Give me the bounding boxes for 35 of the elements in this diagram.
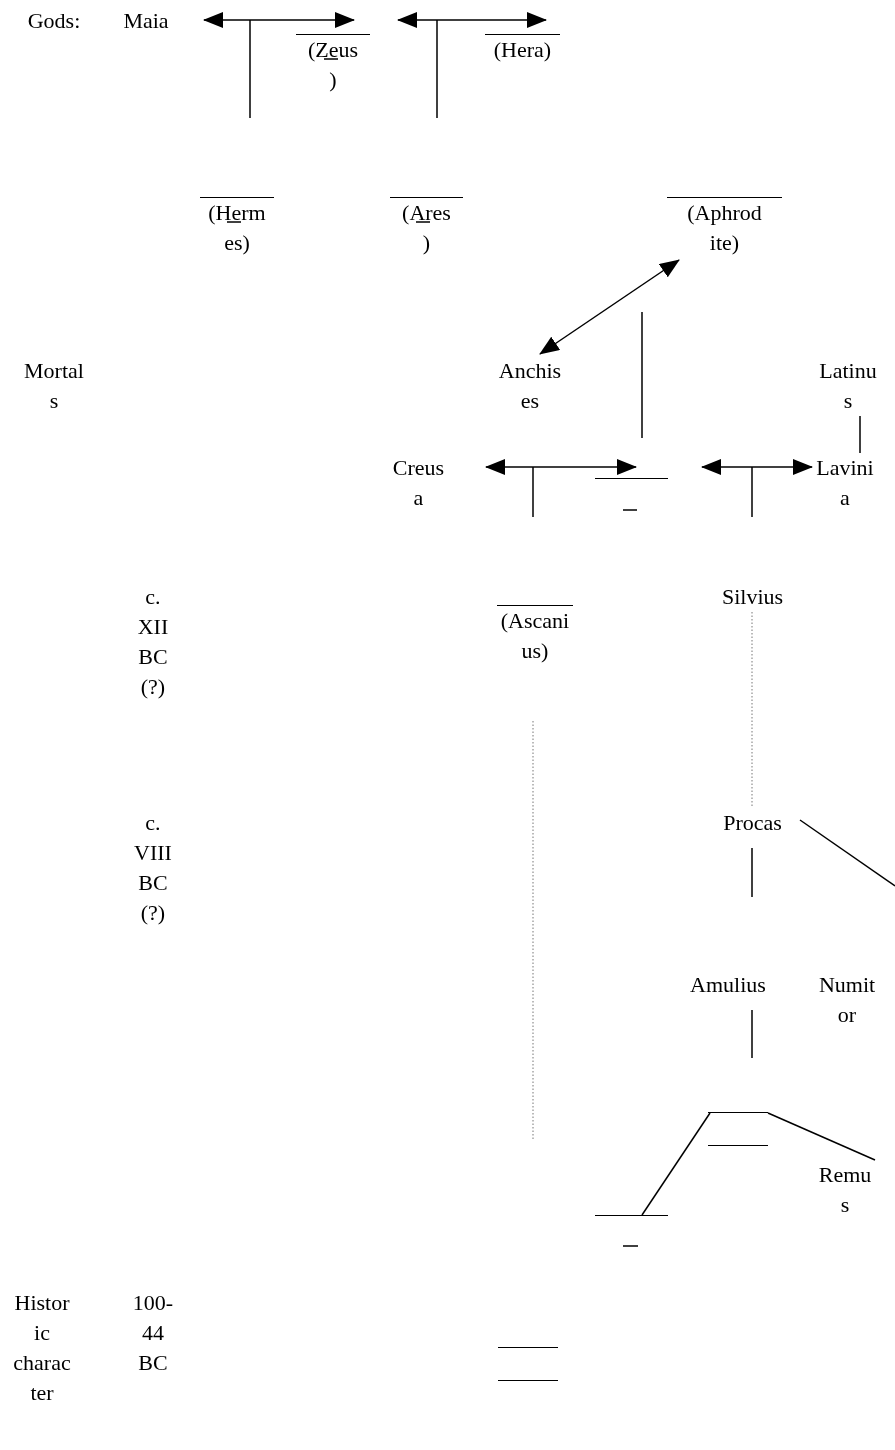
row-label: Mortals bbox=[23, 357, 85, 415]
connector-line bbox=[751, 611, 753, 809]
date-label: c. XII BC (?) bbox=[136, 583, 170, 701]
connector-line bbox=[532, 720, 534, 1141]
blank-rule bbox=[498, 1347, 558, 1381]
person-name: Maia bbox=[116, 6, 176, 36]
person-name: Numitor bbox=[815, 970, 879, 1030]
person-name: Remus bbox=[815, 1160, 875, 1220]
person-name: (Aphrodite) bbox=[667, 197, 782, 258]
blank-rule bbox=[708, 1112, 768, 1146]
arrow bbox=[203, 12, 355, 28]
person-name: (Ascanius) bbox=[497, 605, 573, 666]
row-label: Historic character bbox=[12, 1289, 72, 1407]
date-label: c. VIII BC (?) bbox=[133, 809, 173, 927]
arrow bbox=[701, 459, 813, 475]
arrow bbox=[397, 12, 547, 28]
person-name: Anchises bbox=[495, 356, 565, 416]
connector-line bbox=[767, 1112, 876, 1161]
person-name: Latinus bbox=[815, 356, 881, 416]
person-name: Procas bbox=[705, 808, 800, 838]
arrow bbox=[485, 459, 637, 475]
person-name: Amulius bbox=[685, 970, 771, 1000]
arrow bbox=[539, 259, 680, 355]
person-name: Lavinia bbox=[812, 453, 878, 513]
person-name: Creusa bbox=[390, 453, 447, 513]
person-name: (Zeus) bbox=[296, 34, 370, 95]
connector-line bbox=[859, 415, 861, 454]
person-name: (Ares) bbox=[390, 197, 463, 258]
person-name: Silvius bbox=[705, 582, 800, 612]
date-label: 100-44 BC bbox=[131, 1289, 175, 1377]
row-label: Gods: bbox=[26, 7, 82, 35]
connector-line bbox=[641, 1112, 711, 1216]
person-name: (Hera) bbox=[485, 34, 560, 65]
connector-line bbox=[799, 819, 895, 887]
person-name: (Hermes) bbox=[200, 197, 274, 258]
